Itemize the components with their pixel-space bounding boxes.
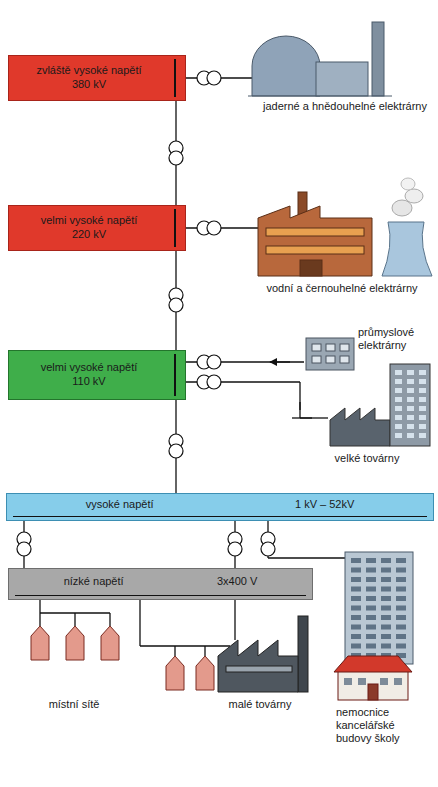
small-factory — [218, 616, 308, 692]
voltage-band: vysoké napětí 1 kV – 52kV — [6, 493, 434, 521]
voltage-band: nízké napětí 3x400 V — [8, 568, 313, 600]
caption-label: vodní a černouhelné elektrárny — [250, 282, 434, 295]
level-name: zvláště vysoké napětí — [36, 64, 141, 78]
voltage-value: 3x400 V — [217, 575, 257, 589]
level-name: vysoké napětí — [86, 498, 154, 512]
hospital — [334, 656, 412, 700]
level-name: velmi vysoké napětí — [41, 214, 138, 228]
caption-label: průmyslové elektrárny — [358, 326, 434, 352]
coal-plant — [258, 178, 432, 276]
level-name: velmi vysoké napětí — [41, 361, 138, 375]
caption-label: místní sítě — [14, 698, 134, 711]
voltage-value: 1 kV – 52kV — [295, 498, 354, 512]
industrial-plant — [306, 338, 354, 370]
caption-label: jaderné a hnědouhelné elektrárny — [256, 100, 434, 113]
caption-label: malé továrny — [200, 698, 320, 711]
level-name: nízké napětí — [64, 575, 124, 589]
houses — [31, 626, 214, 690]
voltage-value: 110 kV — [72, 375, 105, 389]
office-building — [345, 552, 413, 664]
large-factory — [330, 364, 430, 446]
voltage-level-box: velmi vysoké napětí220 kV — [8, 205, 186, 251]
caption-label: nemocnice kancelářské budovy školy — [336, 706, 432, 746]
nuclear-plant — [248, 22, 392, 96]
voltage-level-box: velmi vysoké napětí110 kV — [8, 350, 186, 400]
voltage-value: 220 kV — [72, 228, 106, 242]
voltage-value: 380 kV — [72, 78, 106, 92]
caption-label: velké továrny — [312, 452, 422, 465]
voltage-level-box: zvláště vysoké napětí380 kV — [8, 55, 186, 101]
transformer-symbols — [17, 71, 275, 556]
